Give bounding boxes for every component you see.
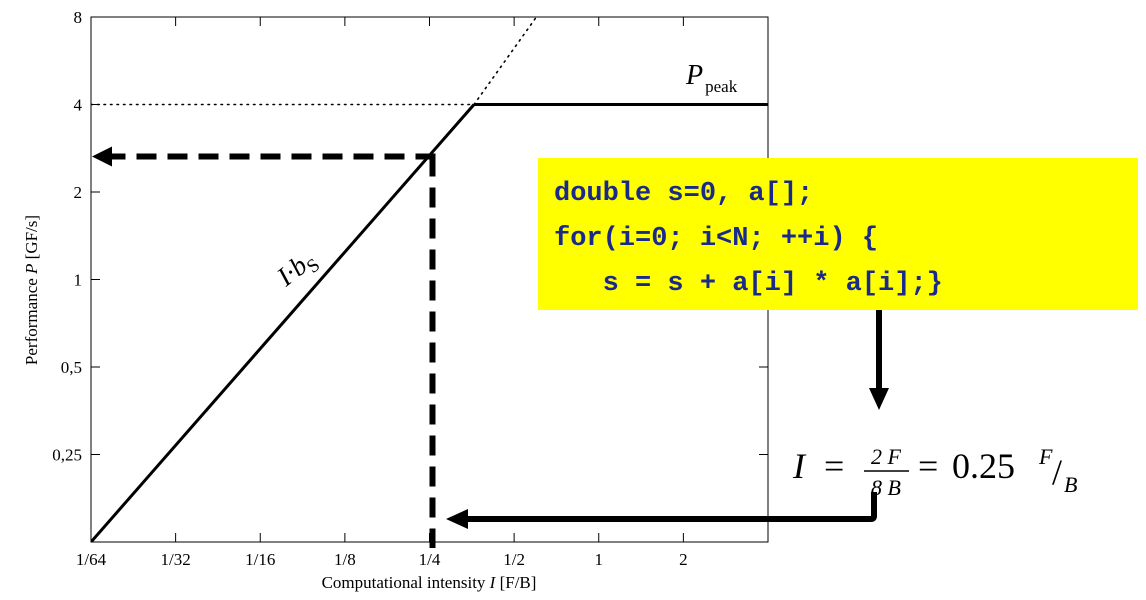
formula-value: 0.25 [952, 446, 1015, 486]
x-tick-label: 1/32 [161, 550, 191, 569]
x-axis-label-symbol: I [489, 573, 497, 592]
y-axis-label-unit: [GF/s] [22, 215, 41, 264]
peak-label-symbol: P [685, 60, 703, 91]
y-tick-label: 0,5 [61, 358, 82, 377]
x-axis-label: Computational intensity I [F/B] [322, 573, 537, 592]
series-lines [91, 17, 768, 542]
y-tick-label: 0,25 [52, 446, 82, 465]
intensity-formula: I = 2 F 8 B = 0.25 F / B [792, 444, 1077, 500]
formula-unit-slash: / [1052, 452, 1062, 492]
formula-to-axis-arrowhead-icon [446, 509, 468, 529]
bandwidth-label-symbol: I·b [270, 250, 312, 292]
code-to-formula-arrowhead-icon [869, 388, 889, 410]
peak-label-subscript: peak [705, 77, 738, 96]
formula-to-axis-arrow-shaft [468, 492, 877, 522]
code-line-2: for(i=0; i<N; ++i) { [554, 224, 878, 254]
y-axis-label: Performance P [GF/s] [22, 215, 41, 365]
formula-equals-2: = [918, 446, 938, 486]
formula-unit-denominator: B [1064, 472, 1077, 497]
y-tick-label: 4 [74, 96, 83, 115]
annotation-overlay [92, 146, 436, 548]
x-tick-label: 1/2 [503, 550, 525, 569]
y-tick-label: 8 [74, 8, 83, 27]
tick-labels: 1/64 1/32 1/16 1/8 1/4 1/2 1 2 0,25 0,5 1 2 4 8 [52, 8, 687, 569]
y-tick-label: 1 [74, 271, 83, 290]
formula-numerator: 2 F [871, 444, 902, 469]
formula-unit-numerator: F [1038, 444, 1053, 469]
x-axis-label-prefix: Computational intensity [322, 573, 490, 592]
x-tick-label: 1/4 [419, 550, 441, 569]
roofline-segment [91, 103, 476, 542]
x-tick-label: 1 [595, 550, 604, 569]
formula-equals-1: = [824, 446, 844, 486]
formula-lhs: I [792, 446, 807, 486]
x-tick-label: 1/16 [245, 550, 275, 569]
code-line-3: s = s + a[i] * a[i];} [554, 269, 943, 299]
y-tick-label: 2 [74, 183, 83, 202]
bandwidth-label: I·bS [270, 244, 324, 297]
x-tick-label: 1/8 [334, 550, 356, 569]
x-tick-label: 1/64 [76, 550, 107, 569]
y-axis-label-symbol: P [22, 264, 41, 275]
dotted-guide-line [473, 17, 538, 106]
left-arrowhead-icon [92, 146, 112, 167]
code-box [538, 158, 1138, 310]
code-line-1: double s=0, a[]; [554, 179, 813, 209]
y-axis-label-prefix: Performance [22, 274, 41, 365]
x-axis-label-unit: [F/B] [495, 573, 536, 592]
x-tick-label: 2 [679, 550, 688, 569]
